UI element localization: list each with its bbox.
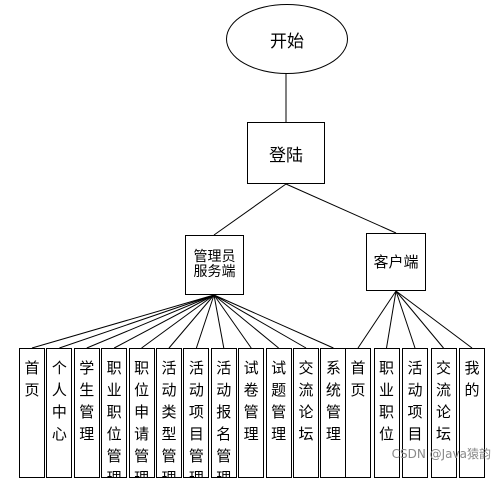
- edge-login-client: [285, 183, 397, 234]
- start-label: 开始: [270, 31, 304, 52]
- admin-module-label: 交流论坛: [298, 359, 314, 443]
- client-module-box: 活动项目: [402, 348, 428, 478]
- client-module-label: 交流论坛: [435, 359, 451, 443]
- client-module-box: 职业职位: [373, 348, 400, 478]
- admin-module-box: 活动项目管理: [183, 348, 210, 478]
- admin-module-box: 系统管理: [320, 348, 347, 478]
- edge-client-module: [357, 290, 397, 349]
- client-module-label: 我的: [464, 359, 480, 399]
- admin-module-label: 活动报名管理: [216, 359, 232, 478]
- admin-module-label: 首页: [24, 359, 40, 399]
- admin-module-label: 系统管理: [325, 359, 341, 443]
- client-module-label: 首页: [350, 359, 366, 399]
- admin-module-box: 学生管理: [73, 348, 100, 478]
- edge-client-module: [395, 290, 473, 349]
- admin-label: 管理员服务端: [193, 249, 236, 280]
- watermark: CSDN @Java猿韵: [391, 447, 491, 461]
- admin-module-label: 试卷管理: [243, 359, 259, 443]
- edge-login-admin: [213, 183, 287, 236]
- admin-module-label: 职位申请管理: [134, 359, 150, 478]
- edge-admin-module: [213, 294, 279, 349]
- edge-admin-module: [141, 294, 215, 349]
- edge-admin-module: [213, 294, 225, 349]
- admin-module-label: 学生管理: [79, 359, 95, 443]
- edge-admin-module: [59, 294, 215, 349]
- start-node: 开始: [226, 4, 348, 74]
- edge-client-module: [395, 290, 444, 349]
- admin-module-box: 职位申请管理: [128, 348, 155, 478]
- edge-admin-module: [213, 294, 334, 349]
- client-module-box: 首页: [345, 348, 371, 478]
- edge-admin-module: [31, 294, 215, 349]
- admin-module-box: 试题管理: [265, 348, 292, 478]
- admin-module-box: 交流论坛: [293, 348, 319, 478]
- edge-client-module: [395, 290, 416, 349]
- admin-module-box: 活动报名管理: [210, 348, 237, 478]
- admin-module-label: 试题管理: [271, 359, 287, 443]
- admin-module-box: 试卷管理: [238, 348, 265, 478]
- admin-node: 管理员服务端: [185, 235, 244, 295]
- admin-module-box: 职业职位管理: [101, 348, 128, 478]
- edge-admin-module: [213, 294, 307, 349]
- client-node: 客户端: [366, 233, 426, 291]
- client-module-label: 职业职位: [378, 359, 394, 443]
- edge-admin-module: [213, 294, 252, 349]
- client-module-label: 活动项目: [407, 359, 423, 443]
- client-label: 客户端: [373, 253, 419, 271]
- admin-module-label: 活动项目管理: [188, 359, 204, 478]
- login-label: 登陆: [269, 145, 303, 166]
- edge-admin-module: [113, 294, 215, 349]
- admin-module-label: 职业职位管理: [106, 359, 122, 478]
- admin-module-box: 活动类型管理: [156, 348, 182, 478]
- admin-module-box: 首页: [19, 348, 45, 478]
- login-node: 登陆: [247, 122, 325, 184]
- client-module-box: 我的: [459, 348, 485, 478]
- edge-admin-module: [168, 294, 215, 349]
- client-module-box: 交流论坛: [430, 348, 457, 478]
- edge-admin-module: [86, 294, 215, 349]
- edge-client-module: [386, 290, 397, 349]
- edge-admin-module: [195, 294, 215, 349]
- admin-module-label: 个人中心: [51, 359, 67, 443]
- admin-module-label: 活动类型管理: [161, 359, 177, 478]
- admin-module-box: 个人中心: [46, 348, 73, 478]
